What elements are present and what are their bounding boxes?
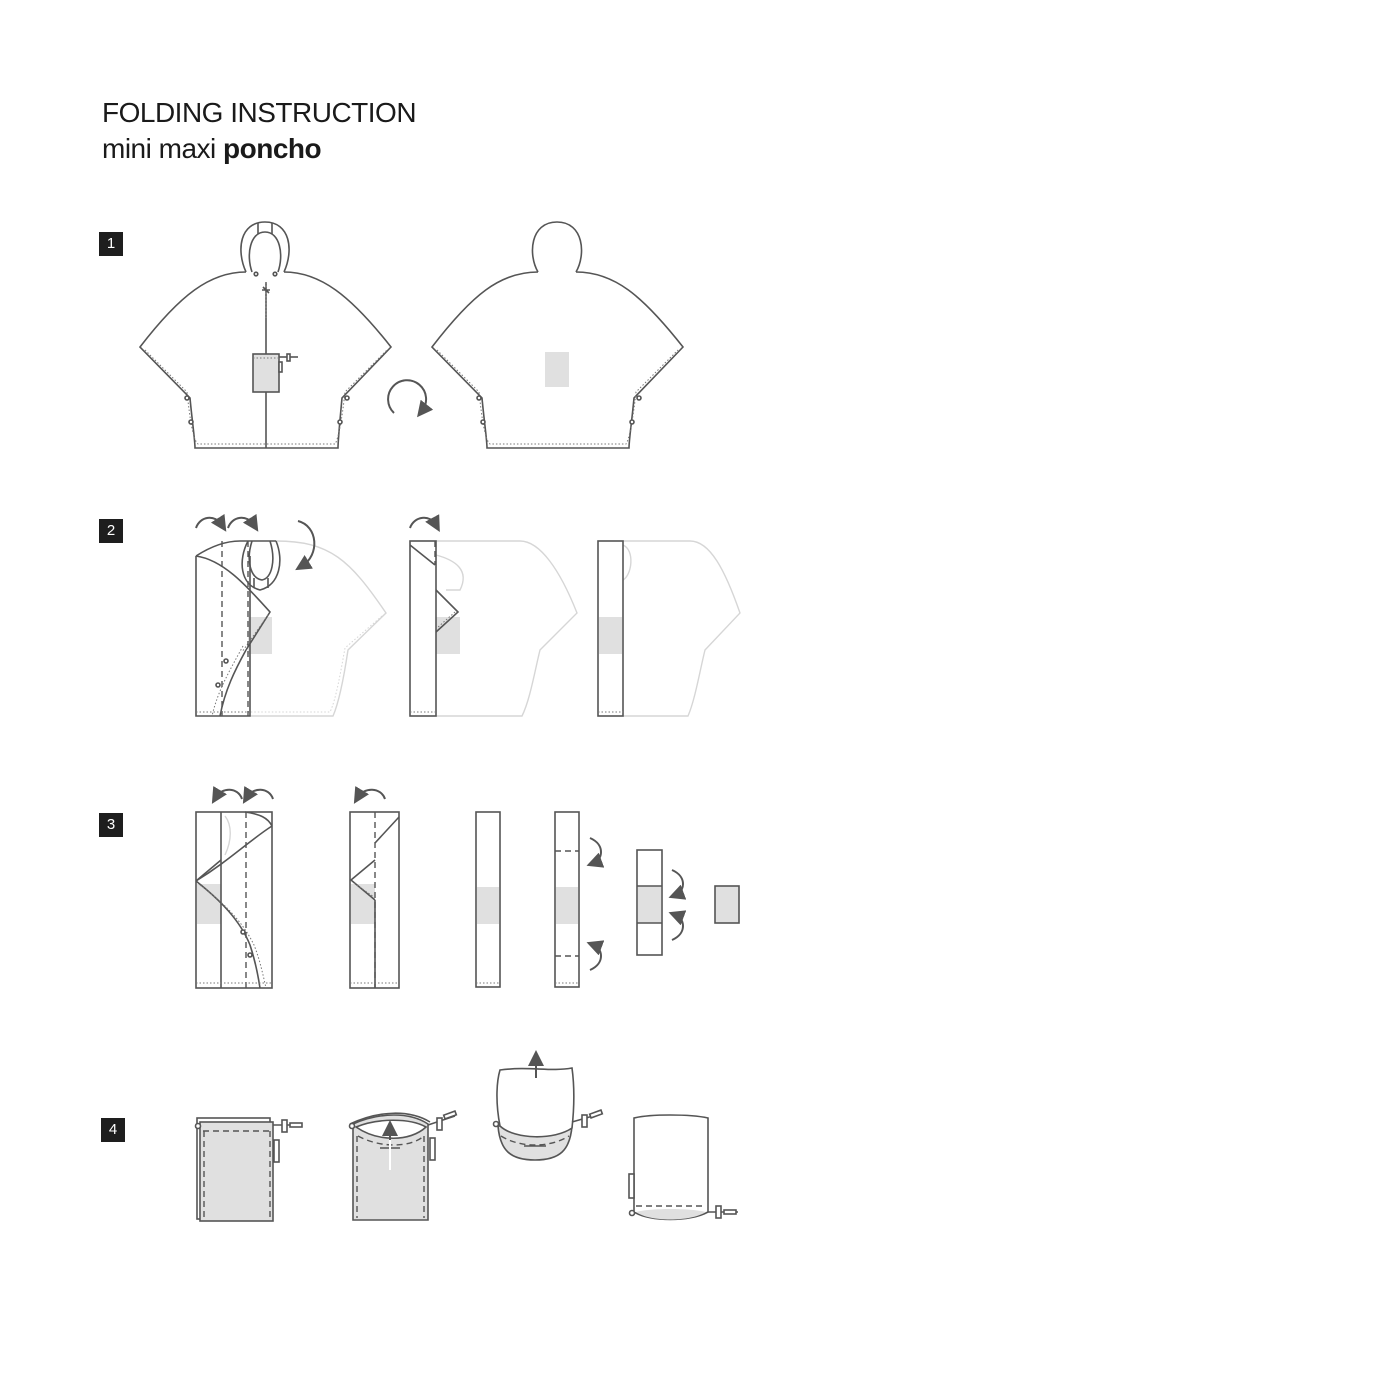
- fold-arrow-icon: [353, 786, 386, 804]
- step-badge-2: 2: [99, 519, 123, 543]
- step-badge-4: 4: [101, 1118, 125, 1142]
- step3-fold-b: [349, 811, 400, 989]
- fold-arrow-icon: [211, 786, 274, 804]
- step3-folded-thirds: [636, 849, 663, 956]
- step4-pouch-inverted: [492, 1067, 604, 1161]
- step3-fold-a: [195, 811, 273, 989]
- page-title: FOLDING INSTRUCTION: [102, 97, 417, 128]
- step1-back-poncho: [430, 221, 685, 449]
- step1-front-poncho: [138, 221, 393, 449]
- fold-arrow-icon: [586, 837, 605, 971]
- fold-arrow-icon: [668, 869, 687, 941]
- step2-fold-c: [597, 540, 741, 717]
- step3-strip-folds: [554, 811, 580, 988]
- step4-pouch-open: [348, 1110, 458, 1221]
- rotate-arrow-icon: [387, 379, 434, 418]
- fold-arrow-icon: [409, 514, 440, 533]
- step3-final-rectangle: [714, 885, 740, 924]
- step-badge-3: 3: [99, 813, 123, 837]
- fold-arrow-icon: [195, 513, 316, 571]
- step3-strip: [475, 811, 501, 988]
- step2-fold-a: [195, 540, 387, 717]
- page-subtitle: mini maxi poncho: [102, 132, 322, 166]
- step-badge-1: 1: [99, 232, 123, 256]
- step4-packed-poncho: [628, 1114, 738, 1221]
- step4-pouch: [194, 1117, 303, 1222]
- product-name: poncho: [223, 133, 322, 164]
- step2-fold-b: [409, 540, 578, 717]
- subtitle-prefix: mini maxi: [102, 133, 224, 164]
